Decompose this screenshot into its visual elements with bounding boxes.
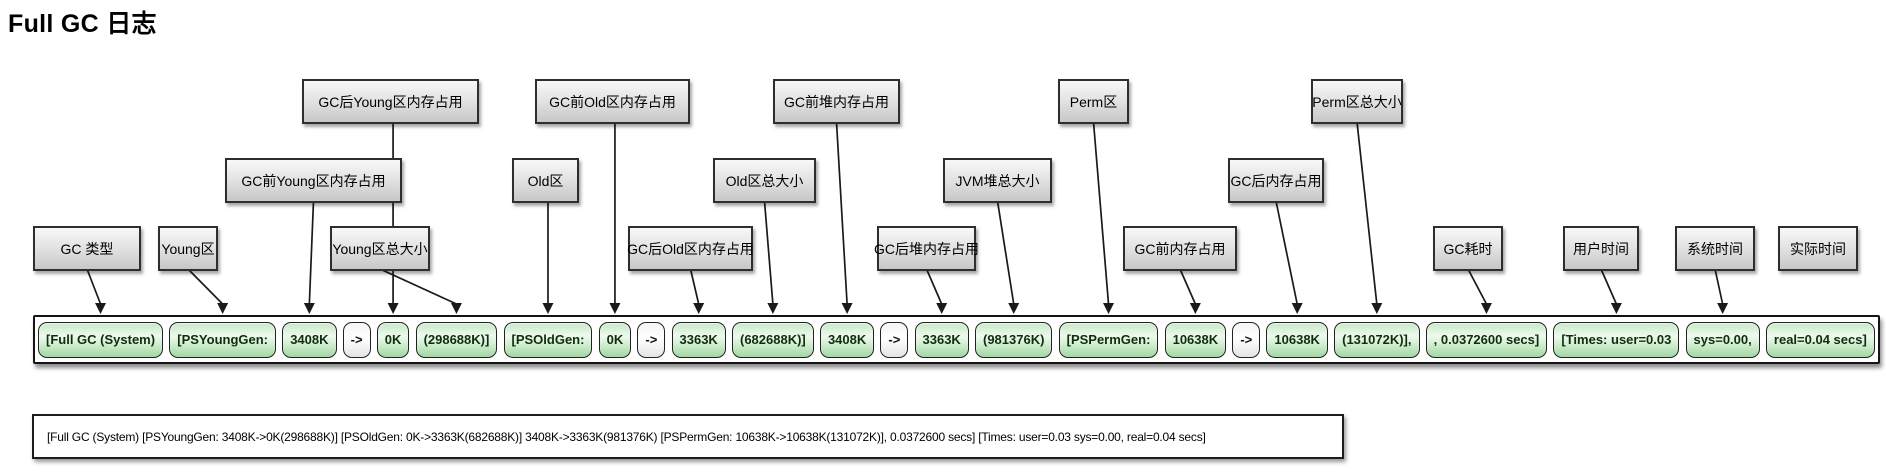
log-cell-arrow-op: ->: [342, 321, 371, 358]
log-cell: (131072K)],: [1334, 321, 1420, 358]
label-user-time: 用户时间: [1563, 226, 1639, 271]
label-heap-before: GC前堆内存占用: [773, 79, 900, 124]
label-real-time: 实际时间: [1778, 226, 1858, 271]
label-perm-before: GC前内存占用: [1123, 226, 1237, 271]
connector-perm-total: [1356, 121, 1378, 305]
connector-perm-gen: [1092, 121, 1110, 305]
label-old-before: GC前Old区内存占用: [535, 79, 690, 124]
connector-young-before: [308, 200, 315, 305]
log-cell: [PSYoungGen:: [169, 321, 277, 358]
label-gc-type: GC 类型: [33, 226, 141, 271]
arrowhead-gc-type: [95, 303, 107, 314]
arrowhead-heap-after: [936, 303, 948, 314]
connector-heap-after: [925, 268, 943, 305]
label-perm-total: Perm区总大小: [1311, 79, 1403, 124]
label-heap-total: JVM堆总大小: [943, 158, 1052, 203]
arrowhead-heap-total: [1008, 303, 1020, 314]
label-perm-after: GC后内存占用: [1228, 158, 1324, 203]
arrowhead-perm-before: [1189, 303, 1201, 314]
connector-heap-before: [835, 121, 848, 305]
arrowhead-sys-time: [1717, 303, 1729, 314]
label-heap-after: GC后堆内存占用: [874, 226, 979, 271]
log-cell: 3408K: [282, 321, 337, 358]
arrowhead-perm-total: [1371, 303, 1383, 314]
log-cell: (981376K): [975, 321, 1053, 358]
arrowhead-perm-after: [1291, 303, 1303, 314]
label-gc-time: GC耗时: [1433, 226, 1503, 271]
label-sys-time: 系统时间: [1675, 226, 1755, 271]
label-young-total: Young区总大小: [330, 226, 430, 271]
connector-perm-after: [1275, 200, 1299, 305]
full-log-text: [Full GC (System) [PSYoungGen: 3408K->0K…: [47, 429, 1206, 444]
arrowhead-old-after: [693, 303, 705, 314]
arrowhead-young-before: [303, 303, 315, 314]
log-cell: [PSPermGen:: [1058, 321, 1159, 358]
log-cell: (682688K)]: [732, 321, 814, 358]
log-cell: [Full GC (System): [38, 321, 164, 358]
log-cell: (298688K)]: [415, 321, 498, 358]
label-perm-gen: Perm区: [1058, 79, 1129, 124]
connector-gc-type: [86, 268, 102, 305]
label-young-gen: Young区: [158, 226, 218, 271]
connector-heap-total: [996, 200, 1015, 305]
connector-user-time: [1600, 268, 1618, 305]
full-log-text-box: [Full GC (System) [PSYoungGen: 3408K->0K…: [32, 414, 1344, 459]
connector-young-total: [379, 268, 457, 305]
connector-old-total: [763, 200, 774, 305]
arrowhead-young-total: [450, 303, 462, 314]
connector-young-gen: [187, 268, 224, 305]
log-cell-arrow-op: ->: [637, 321, 666, 358]
connector-old-after: [689, 268, 700, 305]
log-cell: 10638K: [1266, 321, 1328, 358]
arrowhead-young-gen: [217, 303, 229, 314]
label-old-total: Old区总大小: [713, 158, 816, 203]
arrowhead-young-after: [387, 303, 399, 314]
log-cell: 0K: [598, 321, 632, 358]
log-cell: 3363K: [671, 321, 726, 358]
log-cell-arrow-op: ->: [880, 321, 909, 358]
log-cell: 0K: [376, 321, 410, 358]
connector-gc-time: [1467, 268, 1488, 305]
connector-sys-time: [1714, 268, 1724, 305]
arrowhead-old-before: [609, 303, 621, 314]
connector-perm-before: [1179, 268, 1197, 305]
log-cell: 10638K: [1164, 321, 1227, 358]
log-cell-arrow-op: ->: [1232, 321, 1261, 358]
log-cell: sys=0.00,: [1685, 321, 1760, 358]
label-young-before: GC前Young区内存占用: [225, 158, 402, 203]
arrowhead-perm-gen: [1103, 303, 1115, 314]
arrowhead-gc-time: [1480, 303, 1492, 314]
gc-log-line: [Full GC (System)[PSYoungGen:3408K->0K(2…: [33, 315, 1880, 364]
log-cell: 3363K: [914, 321, 969, 358]
log-cell: 3408K: [819, 321, 875, 358]
page-title: Full GC 日志: [8, 10, 157, 38]
log-cell: , 0.0372600 secs]: [1425, 321, 1548, 358]
label-old-gen: Old区: [512, 158, 579, 203]
arrowhead-old-total: [767, 303, 779, 314]
log-cell: [PSOldGen:: [503, 321, 593, 358]
arrowhead-user-time: [1610, 303, 1622, 314]
log-cell: [Times: user=0.03: [1553, 321, 1680, 358]
arrowhead-heap-before: [841, 303, 853, 314]
arrowhead-old-gen: [542, 303, 554, 314]
log-cell: real=0.04 secs]: [1765, 321, 1875, 358]
label-young-after: GC后Young区内存占用: [302, 79, 479, 124]
label-old-after: GC后Old区内存占用: [627, 226, 754, 271]
